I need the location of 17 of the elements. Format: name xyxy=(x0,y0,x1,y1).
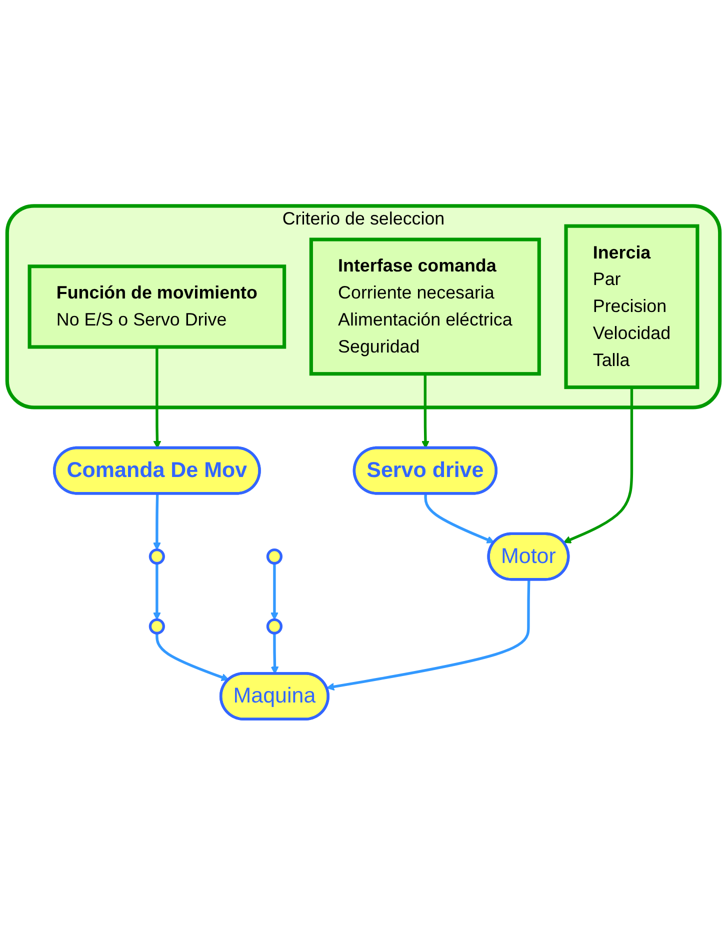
arrow xyxy=(326,580,530,691)
arrow xyxy=(424,494,495,544)
arrow xyxy=(153,494,161,550)
arrow xyxy=(153,346,162,449)
arrow xyxy=(153,563,161,620)
arrow xyxy=(422,374,430,449)
arrow xyxy=(563,387,634,544)
node-circle xyxy=(148,618,165,634)
arrow xyxy=(156,633,230,682)
node-box: Función de movimiento No E/S o Servo Drive xyxy=(28,264,286,349)
node-circle xyxy=(266,548,283,565)
node-circle xyxy=(266,618,283,634)
node-circle xyxy=(148,548,165,565)
arrow xyxy=(270,563,278,620)
arrow xyxy=(270,633,279,674)
node-box: Inercia Par Precision Velocidad Talla xyxy=(564,224,700,390)
node-box: Interfase comanda Corriente necesaria Alimentación eléctrica Seguridad xyxy=(309,238,541,376)
